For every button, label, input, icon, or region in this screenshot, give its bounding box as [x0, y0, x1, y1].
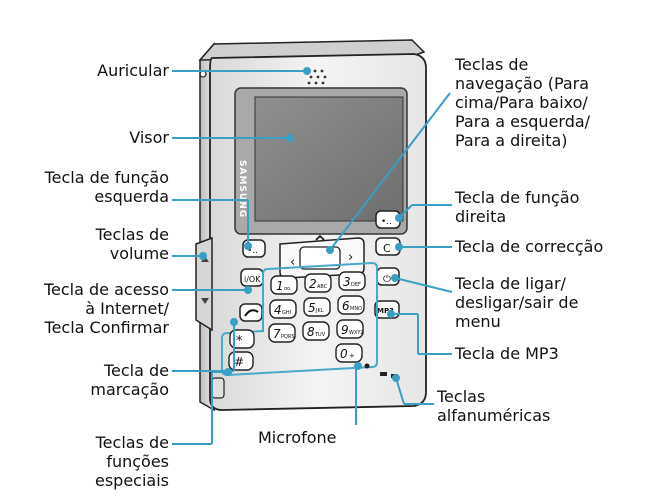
key-8[interactable]: 8 TUV	[302, 321, 330, 341]
svg-text:0: 0	[340, 347, 348, 361]
nav-left-icon: ‹	[290, 255, 295, 270]
label-alnum: Teclas alfanuméricas	[437, 387, 551, 425]
brand-label: SAMSUNG	[237, 160, 247, 218]
nav-up-icon	[315, 234, 325, 241]
svg-text:DEF: DEF	[351, 282, 361, 288]
svg-text:ABC: ABC	[317, 284, 328, 290]
label-soft-right: Tecla de função direita	[455, 188, 580, 226]
microphone-hole	[364, 363, 370, 369]
svg-text:MNO: MNO	[350, 306, 362, 312]
mp3-key-label: MP3	[377, 307, 394, 315]
svg-text:GHI: GHI	[282, 310, 291, 316]
right-soft-key-label: •..	[381, 217, 392, 227]
key-9[interactable]: 9 WXYZ	[336, 319, 364, 339]
volume-key[interactable]	[195, 236, 213, 332]
svg-text:1: 1	[276, 279, 284, 293]
label-visor: Visor	[129, 128, 169, 147]
label-navigation: Teclas de navegação (Para cima/Para baix…	[455, 55, 591, 150]
phone-body: SAMSUNG ‹ › •.. •.. C	[195, 39, 427, 412]
key-3[interactable]: 3 DEF	[338, 271, 366, 291]
svg-text:oo: oo	[284, 286, 290, 292]
key-star[interactable]: *	[229, 329, 255, 349]
left-soft-key-label: •..	[247, 246, 258, 256]
dial-key[interactable]	[239, 303, 263, 322]
key-1[interactable]: 1 oo	[270, 275, 298, 295]
label-auricular: Auricular	[97, 61, 169, 80]
key-hash[interactable]: #	[228, 351, 254, 371]
key-2[interactable]: 2 ABC	[304, 273, 332, 293]
svg-text:8: 8	[307, 325, 315, 339]
svg-text:2: 2	[309, 277, 317, 291]
label-microphone: Microfone	[258, 428, 337, 447]
internet-key-label: i/OK	[244, 275, 261, 284]
svg-text:PQRS: PQRS	[281, 334, 295, 340]
svg-text:3: 3	[343, 275, 351, 289]
label-internet: Tecla de acesso à Internet/ Tecla Confir…	[43, 280, 169, 337]
svg-text:WXYZ: WXYZ	[349, 330, 364, 336]
power-key-label: ⏻	[383, 274, 391, 285]
label-volume: Teclas de volume	[95, 225, 169, 263]
speaker-grille	[306, 69, 327, 85]
svg-text:+: +	[349, 352, 355, 360]
svg-text:JKL: JKL	[315, 308, 324, 314]
svg-text:6: 6	[342, 299, 350, 313]
key-7[interactable]: 7 PQRS	[268, 323, 296, 343]
label-clear: Tecla de correcção	[455, 237, 604, 256]
svg-text:*: *	[236, 334, 243, 349]
label-special: Teclas de funções especiais	[94, 433, 169, 490]
label-power: Tecla de ligar/ desligar/sair de menu	[455, 274, 579, 331]
phone-handset-icon	[244, 309, 259, 317]
leader-lines	[172, 67, 453, 445]
clear-key-label: C	[383, 242, 391, 255]
key-6[interactable]: 6 MNO	[337, 295, 365, 315]
svg-text:4: 4	[274, 303, 282, 317]
label-dial: Tecla de marcação	[90, 361, 169, 399]
keypad: 1 oo 2 ABC 3 DEF 4 GHI	[228, 271, 366, 371]
svg-text:5: 5	[308, 301, 316, 315]
key-0[interactable]: 0 +	[335, 343, 363, 363]
label-mp3: Tecla de MP3	[455, 344, 559, 363]
key-5[interactable]: 5 JKL	[303, 297, 331, 317]
svg-text:TUV: TUV	[314, 332, 326, 338]
svg-text:#: #	[234, 355, 244, 369]
label-soft-left: Tecla de função esquerda	[44, 168, 169, 206]
display-screen	[254, 96, 404, 222]
nav-right-icon: ›	[348, 250, 353, 265]
key-4[interactable]: 4 GHI	[269, 299, 297, 319]
svg-text:9: 9	[341, 323, 349, 337]
svg-text:7: 7	[273, 327, 281, 341]
